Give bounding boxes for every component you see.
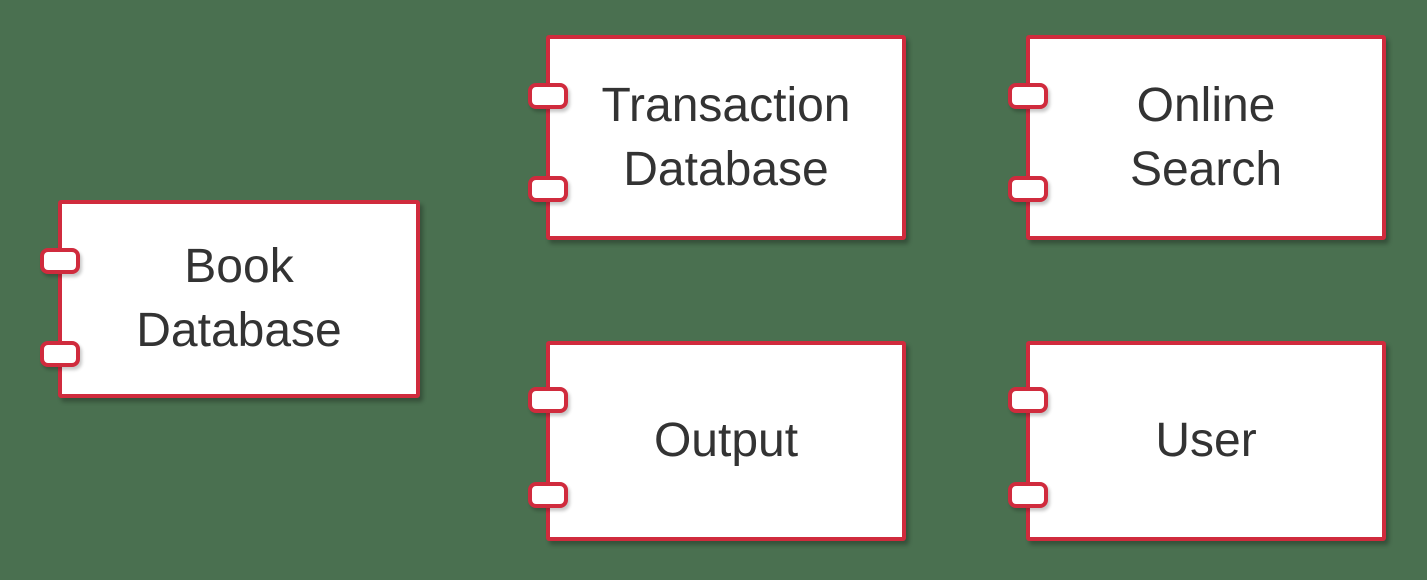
port-book-database-bottom[interactable] [40,341,80,367]
component-user[interactable]: User [1008,341,1386,541]
port-transaction-database-bottom[interactable] [528,176,568,202]
component-label: User [1155,414,1257,468]
port-online-search-top[interactable] [1008,83,1048,109]
component-label: Book Database [136,240,342,357]
component-label: Transaction Database [601,78,851,196]
port-user-bottom[interactable] [1008,482,1048,508]
port-book-database-top[interactable] [40,248,80,274]
component-online-search[interactable]: Online Search [1008,35,1386,240]
port-output-bottom[interactable] [528,482,568,508]
component-output[interactable]: Output [528,341,906,541]
component-label: Output [653,414,799,468]
component-label: Online Search [1129,78,1283,196]
port-transaction-database-top[interactable] [528,83,568,109]
port-user-top[interactable] [1008,387,1048,413]
port-online-search-bottom[interactable] [1008,176,1048,202]
component-transaction-database[interactable]: Transaction Database [528,35,906,240]
port-output-top[interactable] [528,387,568,413]
component-book-database[interactable]: Book Database [40,200,420,398]
